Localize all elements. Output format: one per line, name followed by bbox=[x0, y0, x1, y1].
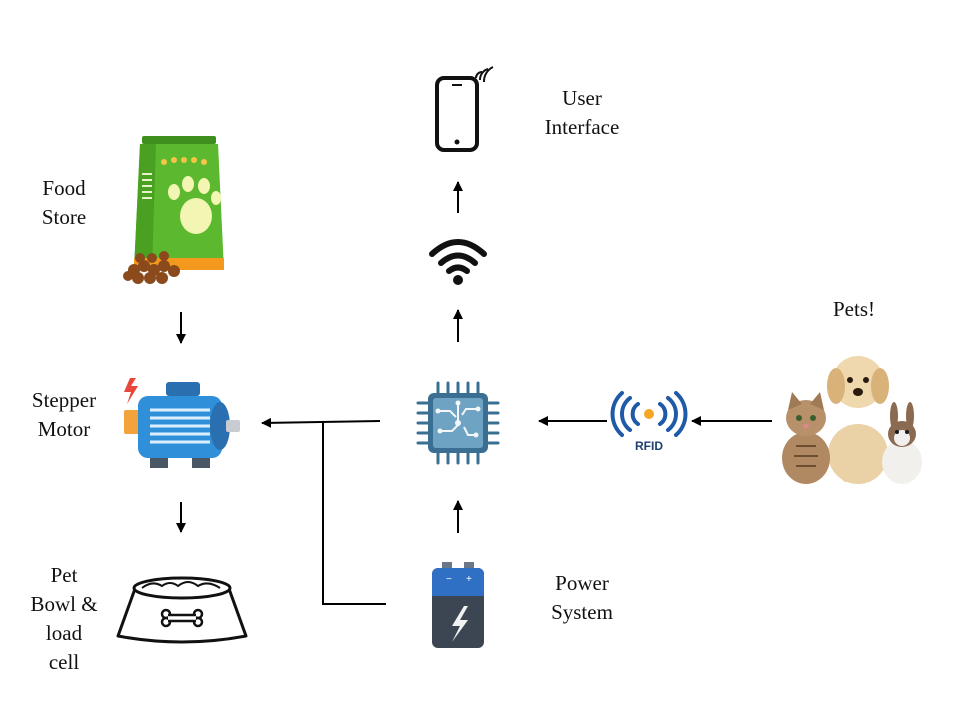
stepper-motor-icon bbox=[124, 378, 240, 468]
stepper-motor-label: Stepper Motor bbox=[31, 388, 97, 441]
pet-food-bag-icon bbox=[123, 136, 224, 284]
pets-photo-icon bbox=[782, 356, 922, 484]
pets-label: Pets! bbox=[833, 297, 875, 321]
rfid-icon: RFID bbox=[610, 391, 688, 453]
food-store-label: Food Store bbox=[41, 176, 87, 229]
power-system-label: Power System bbox=[551, 571, 613, 624]
smartphone-icon bbox=[435, 66, 494, 152]
svg-text:+: + bbox=[466, 574, 472, 585]
svg-text:−: − bbox=[446, 574, 452, 585]
microcontroller-chip-icon bbox=[416, 381, 500, 465]
line-power-to-motor bbox=[322, 423, 386, 605]
arrow-mcu-to-motor bbox=[261, 417, 381, 428]
pet-bowl-icon bbox=[116, 576, 248, 644]
battery-icon: − + bbox=[432, 562, 484, 648]
pet-bowl-label: Pet Bowl & load cell bbox=[30, 563, 98, 674]
user-interface-label: User Interface bbox=[544, 86, 620, 139]
rfid-text: RFID bbox=[635, 439, 663, 453]
wifi-icon bbox=[429, 239, 487, 285]
